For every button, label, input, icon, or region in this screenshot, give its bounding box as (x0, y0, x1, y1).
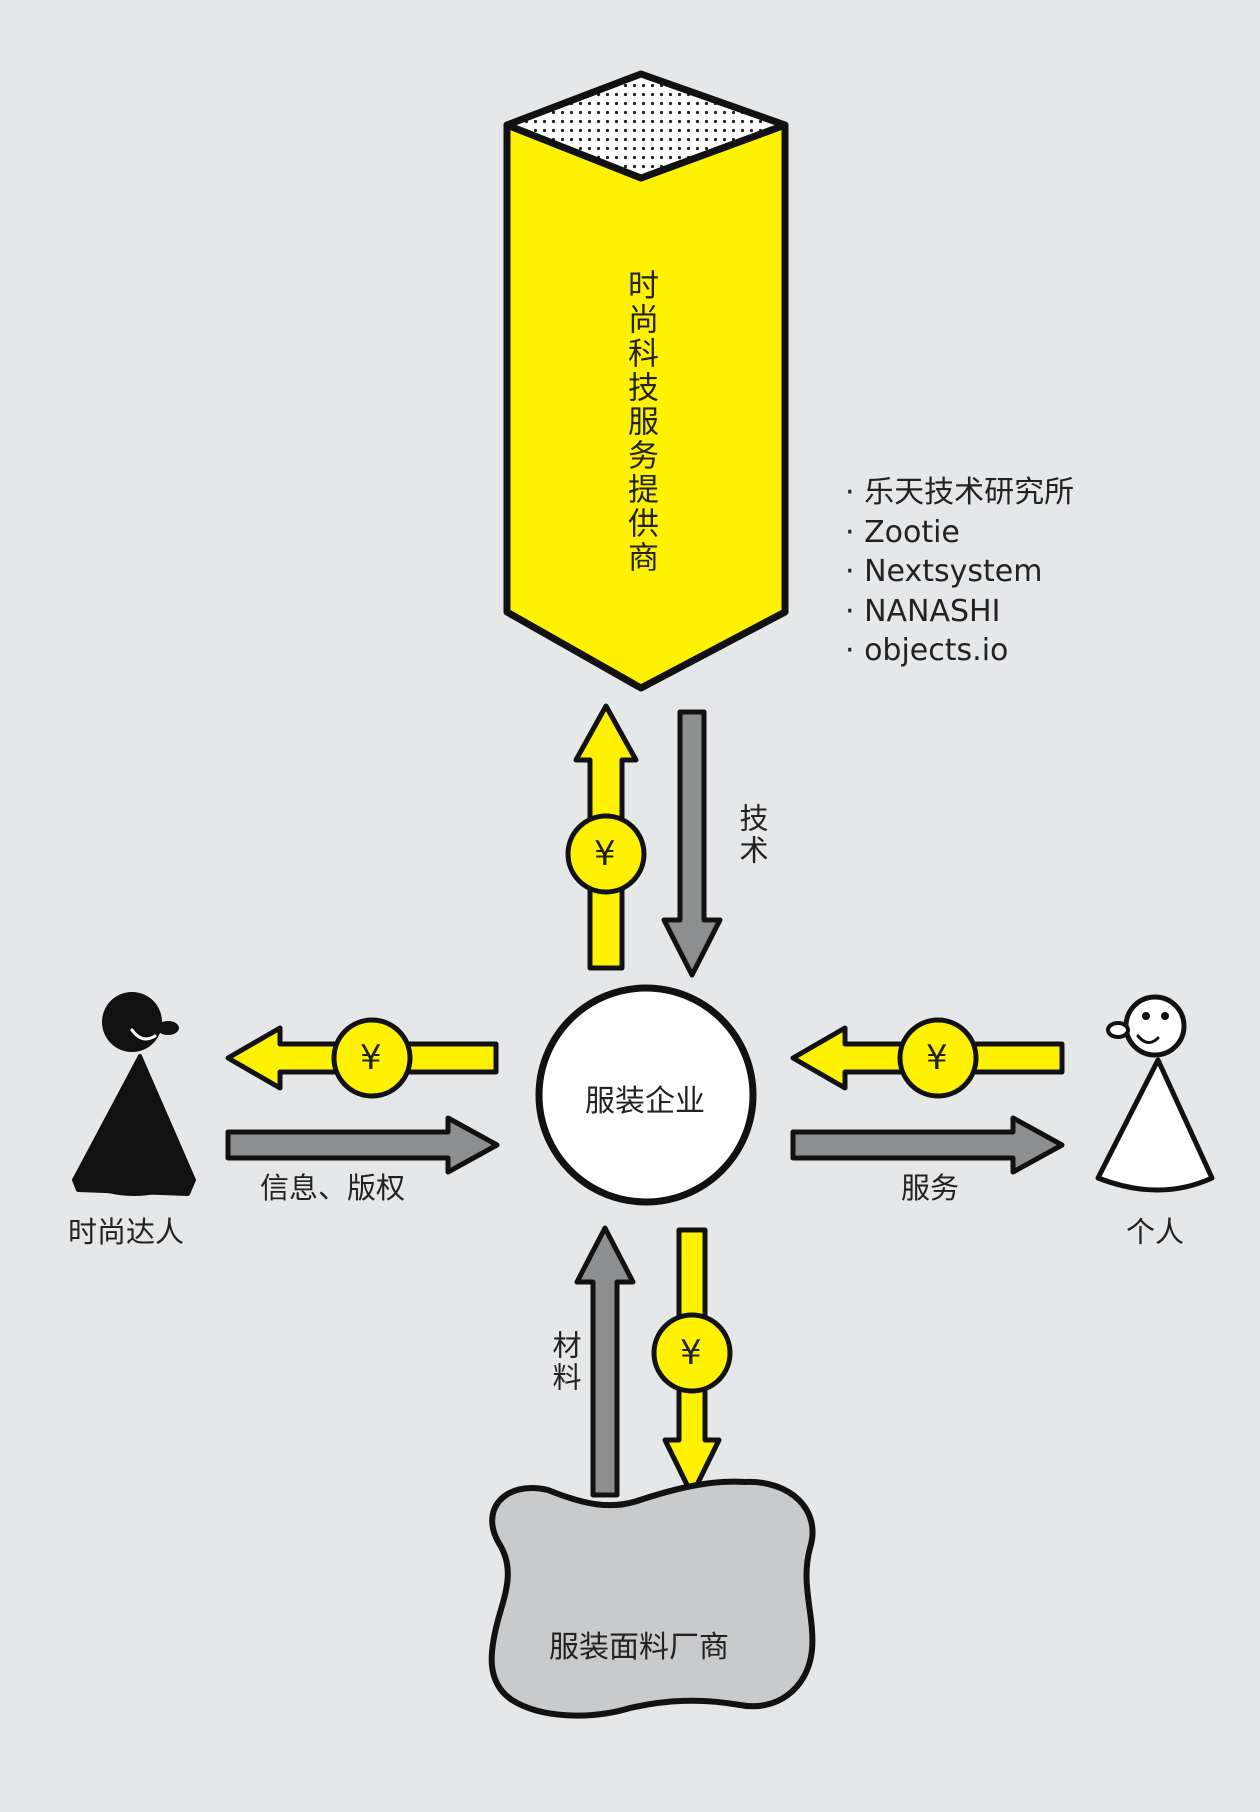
provider-label: 时尚科技服务提供商 (622, 269, 658, 575)
material-flow-label: 材料 (548, 1330, 582, 1394)
company-circle (535, 984, 757, 1206)
influencer-label: 时尚达人 (68, 1215, 185, 1249)
provider-example: 乐天技术研究所 (845, 473, 1074, 513)
money-symbol-right: ¥ (926, 1038, 948, 1078)
individual-figure (1095, 994, 1215, 1193)
individual-label: 个人 (1126, 1215, 1185, 1249)
provider-examples: 乐天技术研究所 Zootie Nextsystem NANASHI object… (845, 473, 1074, 671)
provider-example: NANASHI (845, 592, 1074, 632)
material-arrow-up (574, 1225, 636, 1498)
tech-arrow-down (661, 709, 723, 978)
influencer-figure (72, 992, 196, 1196)
supplier-label: 服装面料厂商 (549, 1630, 729, 1665)
money-symbol-top: ¥ (594, 834, 616, 874)
provider-example: Zootie (845, 513, 1074, 553)
money-symbol-bottom: ¥ (680, 1333, 702, 1373)
money-arrow-down (651, 1227, 733, 1498)
provider-prism (503, 70, 789, 692)
info-flow-label: 信息、版权 (260, 1171, 406, 1205)
money-symbol-left: ¥ (360, 1038, 382, 1078)
service-flow-label: 服务 (901, 1171, 960, 1205)
money-arrow-left-from-individual (790, 1017, 1065, 1099)
provider-example: objects.io (845, 631, 1074, 671)
money-arrow-left (225, 1017, 499, 1099)
supplier-cloud (488, 1478, 816, 1719)
info-arrow-right (225, 1115, 500, 1175)
service-arrow-right (790, 1115, 1065, 1175)
money-arrow-up (565, 703, 647, 971)
tech-flow-label: 技术 (735, 803, 769, 867)
company-label: 服装企业 (585, 1084, 705, 1119)
provider-example: Nextsystem (845, 552, 1074, 592)
prism-top (503, 70, 789, 182)
